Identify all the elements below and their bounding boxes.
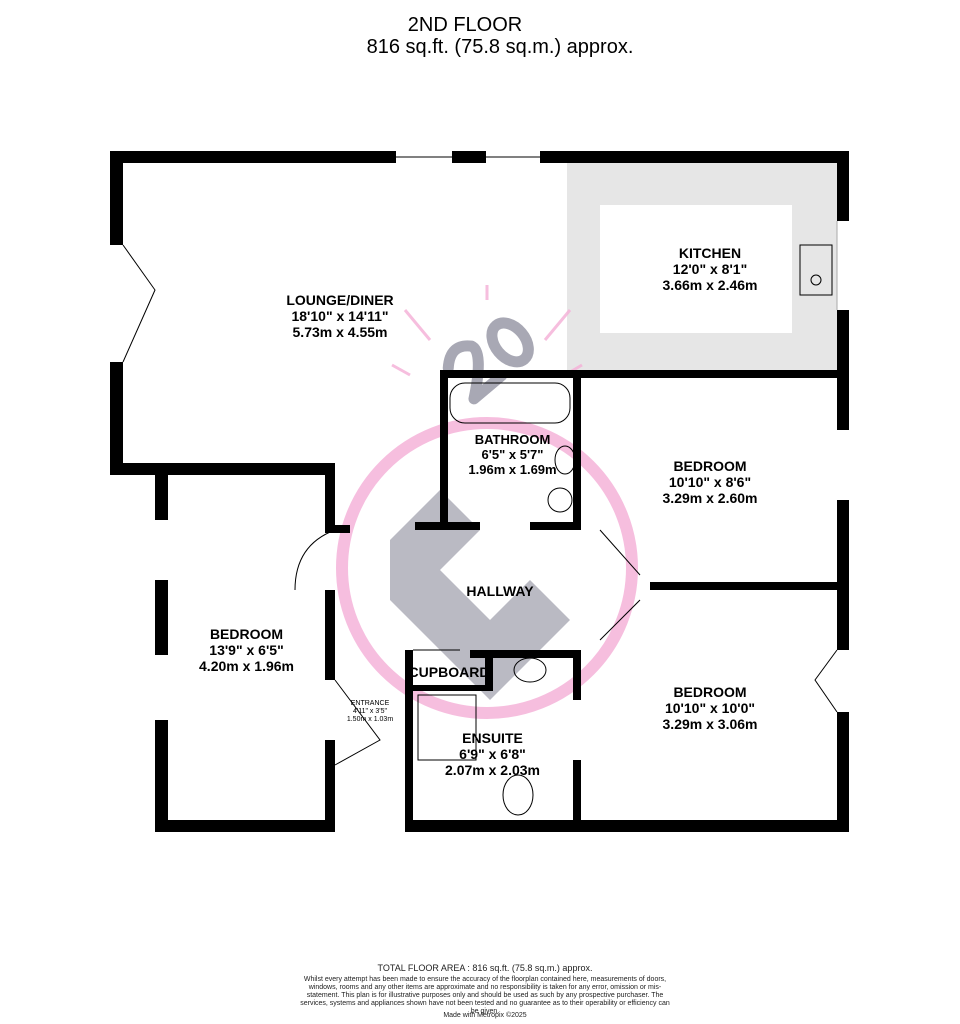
room-metric: 1.50m x 1.03m [346,716,394,723]
room-name: BEDROOM [209,626,284,642]
room-name: BEDROOM [673,458,747,474]
room-metric: 2.07m x 2.03m [445,762,540,778]
room-metric: 1.96m x 1.69m [468,462,557,477]
room-metric: 5.73m x 4.55m [292,324,388,340]
room-imperial: 6'9" x 6'8" [459,746,526,762]
room-cupboard: CUPBOARD [408,664,490,680]
room-imperial: 13'9" x 6'5" [209,642,284,658]
room-name: ENSUITE [462,730,523,746]
room-imperial: 10'10" x 8'6" [668,474,752,490]
floor-title: 2ND FLOOR [407,14,523,36]
room-name: ENTRANCE [350,700,390,707]
doors-and-fixtures [122,156,838,816]
made-with: Made with Metropix ©2025 [443,1012,527,1019]
room-hallway: HALLWAY [466,583,534,599]
room-metric: 4.20m x 1.96m [199,658,294,674]
room-imperial: 10'10" x 10'0" [664,700,755,716]
disclaimer: Whilst every attempt has been made to en… [300,976,670,1015]
room-imperial: 6'5" x 5'7" [481,447,544,462]
room-name: BEDROOM [673,684,747,700]
room-name: BATHROOM [474,432,551,447]
walls [110,151,849,832]
room-metric: 3.29m x 2.60m [662,490,758,506]
floor-area: 816 sq.ft. (75.8 sq.m.) approx. [366,36,634,58]
room-metric: 3.29m x 3.06m [662,716,758,732]
watermark-20-logo-glyphs [442,317,534,405]
room-imperial: 12'0" x 8'1" [672,261,748,277]
room-imperial: 4'11" x 3'5" [353,708,387,715]
room-metric: 3.66m x 2.46m [662,277,758,293]
total-floor-area: TOTAL FLOOR AREA : 816 sq.ft. (75.8 sq.m… [377,963,593,973]
room-name: LOUNGE/DINER [286,292,394,308]
room-imperial: 18'10" x 14'11" [291,308,389,324]
kitchen-worktop-inner [600,205,792,333]
room-name: KITCHEN [678,245,742,261]
